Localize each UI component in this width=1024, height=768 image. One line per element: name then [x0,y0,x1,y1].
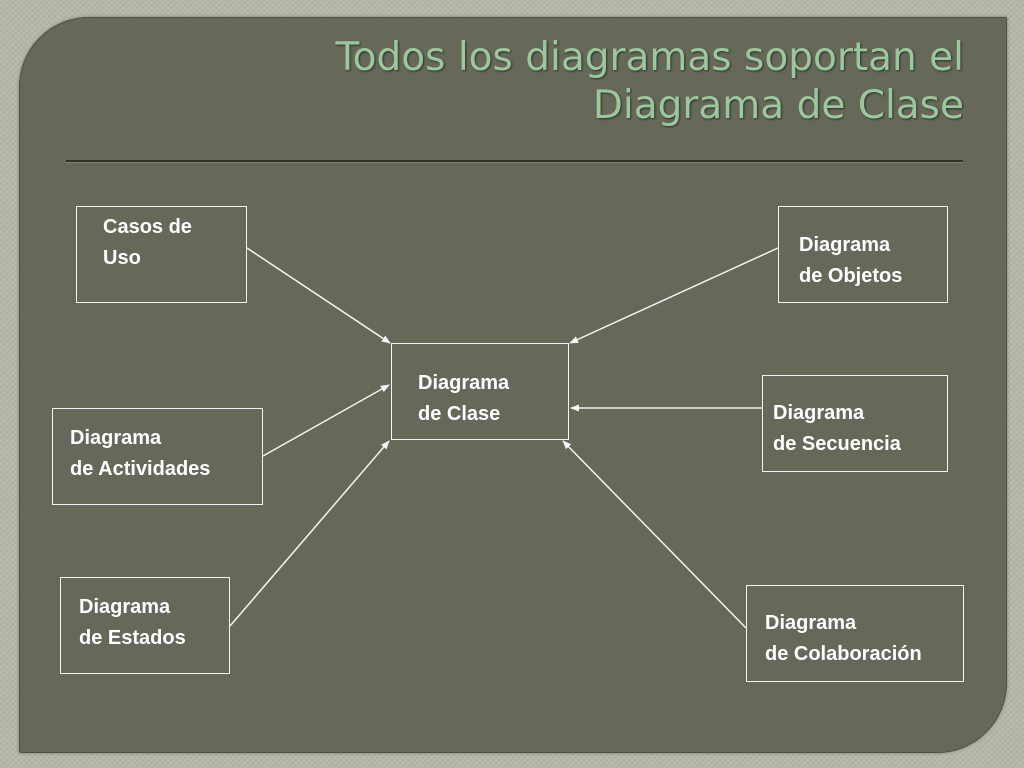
slide-title: Todos los diagramas soportan el Diagrama… [144,34,964,130]
node-diagrama-de-colaboracion: Diagrama de Colaboración [746,585,964,682]
node-diagrama-de-estados: Diagrama de Estados [60,577,230,674]
title-line-1: Todos los diagramas soportan el [335,35,964,80]
arrow-objetos-to-clase [569,247,779,344]
node-label-line-2: Uso [103,247,141,269]
title-divider [66,160,963,163]
node-label-line-1: Diagrama [418,372,510,394]
node-label-line-2: de Colaboración [765,643,922,665]
arrow-colaboracion-to-clase [562,440,747,629]
node-label-line-2: de Clase [418,403,501,425]
arrow-casos-uso-to-clase [246,247,391,344]
arrow-actividades-to-clase [262,384,390,457]
node-label-line-2: de Objetos [799,265,903,287]
node-diagrama-de-actividades: Diagrama de Actividades [52,408,263,505]
slide-panel [19,17,1007,753]
node-label-line-1: Diagrama [765,612,857,634]
node-casos-de-uso: Casos de Uso [76,206,247,303]
node-label-line-2: de Secuencia [773,433,901,455]
node-label-line-1: Diagrama [799,234,891,256]
node-label-line-1: Diagrama [773,402,865,424]
node-diagrama-de-objetos: Diagrama de Objetos [778,206,948,303]
node-label-line-1: Diagrama [79,596,171,618]
node-label-line-2: de Actividades [70,458,211,480]
node-diagrama-de-secuencia: Diagrama de Secuencia [762,375,948,472]
node-diagrama-de-clase: Diagrama de Clase [391,343,569,440]
node-label-line-2: de Estados [79,627,186,649]
arrow-estados-to-clase [229,440,390,627]
node-label-line-1: Casos de [103,216,192,238]
node-label-line-1: Diagrama [70,427,162,449]
title-line-2: Diagrama de Clase [592,83,964,128]
